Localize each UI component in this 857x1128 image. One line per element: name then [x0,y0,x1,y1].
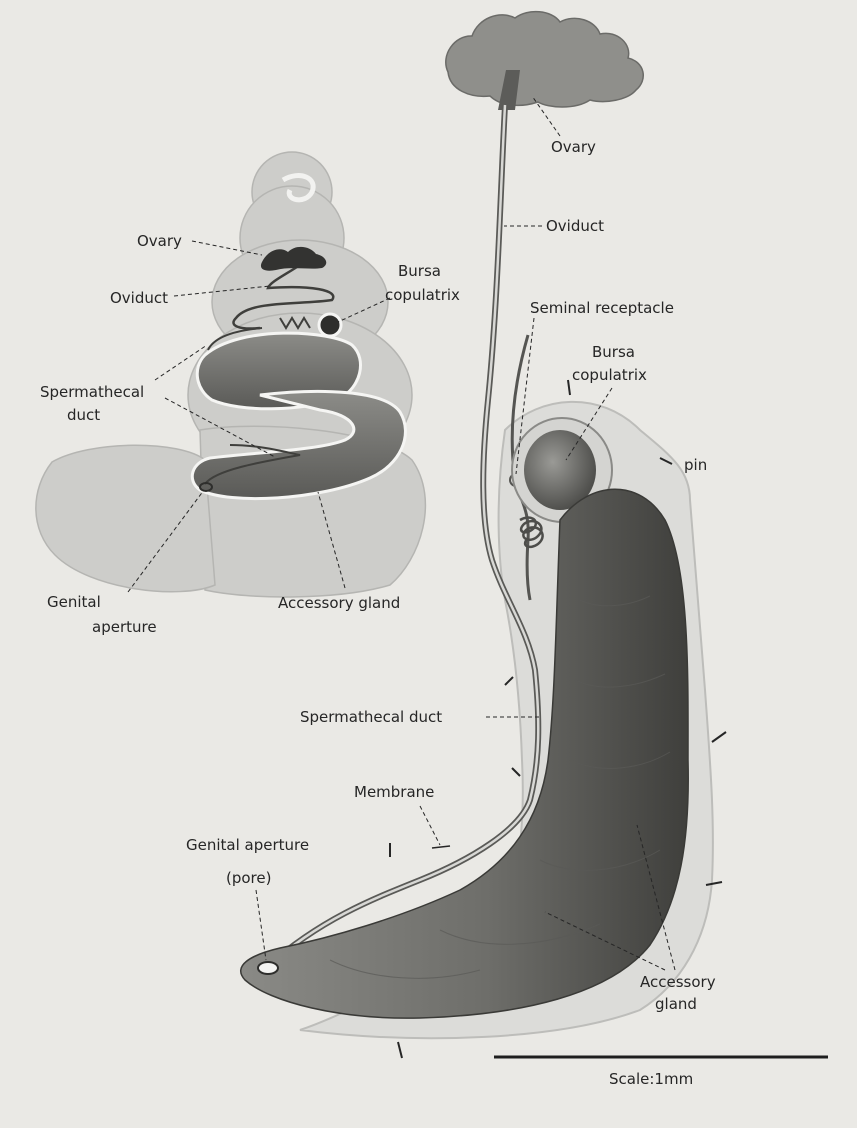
left-label-ovary: Ovary [137,232,182,250]
left-label-genital-1: Genital [47,593,101,611]
right-label-seminal-receptacle: Seminal receptacle [530,299,674,317]
left-bursa-copulatrix [319,314,341,336]
right-leader-membrane [420,806,440,845]
left-label-oviduct: Oviduct [110,289,168,307]
right-label-bursa-1: Bursa [592,343,635,361]
right-label-accessory-2: gland [655,995,697,1013]
right-label-pin: pin [684,456,707,474]
left-diagram: Ovary Oviduct Bursa copulatrix Spermathe… [36,152,460,636]
left-label-bursa-2: copulatrix [385,286,460,304]
right-label-accessory-1: Accessory [640,973,716,991]
left-label-genital-2: aperture [92,618,157,636]
left-label-accessory-gland: Accessory gland [278,594,400,612]
right-membrane-tick [432,846,450,848]
right-label-genital-2: (pore) [226,869,271,887]
scale-bar: Scale:1mm [494,1057,828,1088]
right-label-membrane: Membrane [354,783,434,801]
right-label-spermathecal-duct: Spermathecal duct [300,708,442,726]
left-label-spermathecal-2: duct [67,406,100,424]
right-label-genital-1: Genital aperture [186,836,309,854]
right-genital-aperture [258,962,278,974]
left-label-bursa-1: Bursa [398,262,441,280]
right-label-bursa-2: copulatrix [572,366,647,384]
scale-bar-label: Scale:1mm [609,1070,693,1088]
right-label-ovary: Ovary [551,138,596,156]
left-label-spermathecal-1: Spermathecal [40,383,144,401]
right-leader-genital [256,890,266,960]
right-ovary [446,12,643,107]
right-label-oviduct: Oviduct [546,217,604,235]
